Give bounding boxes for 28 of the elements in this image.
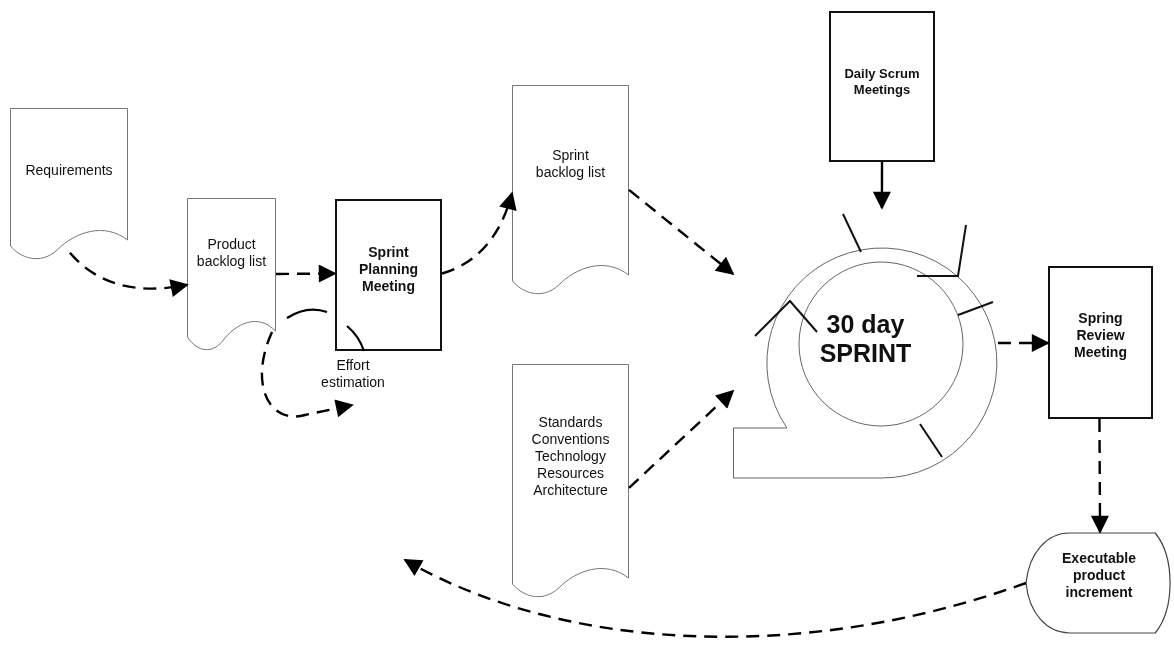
node-label: 30 day SPRINT	[818, 310, 913, 368]
arrow	[441, 191, 517, 275]
arrow	[69, 251, 189, 297]
annotation-text: Effort estimation	[308, 355, 398, 405]
node-label: Requirements	[24, 162, 114, 180]
node-label: Sprint backlog list	[534, 147, 607, 182]
arrow	[276, 264, 337, 283]
document-shape	[187, 198, 276, 353]
document-shape	[10, 108, 128, 262]
document-shape	[512, 85, 629, 297]
document-shape	[512, 364, 629, 600]
node-label: Standards Conventions Technology Resources Architecture	[530, 414, 611, 500]
arrow	[872, 162, 891, 210]
arrow	[403, 558, 1027, 638]
arrow	[1090, 419, 1109, 534]
node-label: Product backlog list	[195, 236, 268, 271]
process-box	[335, 199, 442, 351]
arrow	[628, 189, 735, 275]
arrow	[260, 331, 354, 418]
output-shape	[1025, 532, 1173, 634]
arrow	[998, 333, 1050, 352]
arrow	[628, 389, 735, 489]
node-label: Spring Review Meeting	[1073, 310, 1128, 362]
process-box	[829, 11, 935, 162]
node-label: Daily Scrum Meetings	[843, 66, 921, 98]
process-box	[1048, 266, 1153, 419]
node-label: Sprint Planning Meeting	[357, 244, 420, 296]
node-label: Executable product increment	[1061, 550, 1137, 602]
